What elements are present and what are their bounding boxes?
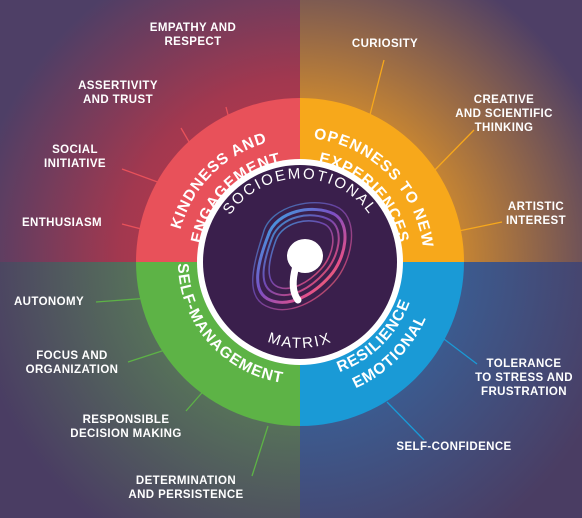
skill-tolerance: TOLERANCE TO STRESS AND FRUSTRATION	[475, 358, 573, 398]
sector-self-management	[136, 262, 300, 426]
skill-focus: FOCUS AND ORGANIZATION	[25, 350, 119, 376]
skill-autonomy: AUTONOMY	[13, 296, 85, 308]
skill-creative: CREATIVE AND SCIENTIFIC THINKING	[455, 94, 553, 134]
emotional-connectors	[386, 335, 478, 441]
skill-determination: DETERMINATION AND PERSISTENCE	[128, 475, 244, 501]
skill-enthusiasm: ENTHUSIASM	[21, 217, 103, 229]
skill-curiosity: CURIOSITY	[351, 38, 419, 50]
skill-assertivity: ASSERTIVITY AND TRUST	[78, 80, 158, 106]
swirl-logo-icon	[252, 201, 353, 311]
skill-artistic: ARTISTIC INTEREST	[505, 201, 567, 227]
skill-self-confidence: SELF-CONFIDENCE	[396, 441, 512, 453]
sector-emotional	[300, 262, 464, 426]
skill-responsible: RESPONSIBLE DECISION MAKING	[70, 414, 182, 440]
sector-kindness	[136, 98, 300, 262]
skill-empathy: EMPATHY AND RESPECT	[149, 22, 237, 48]
skill-social-initiative: SOCIAL INITIATIVE	[44, 144, 106, 170]
core-title-bottom: MATRIX	[266, 329, 334, 352]
sector-openness	[300, 98, 464, 262]
